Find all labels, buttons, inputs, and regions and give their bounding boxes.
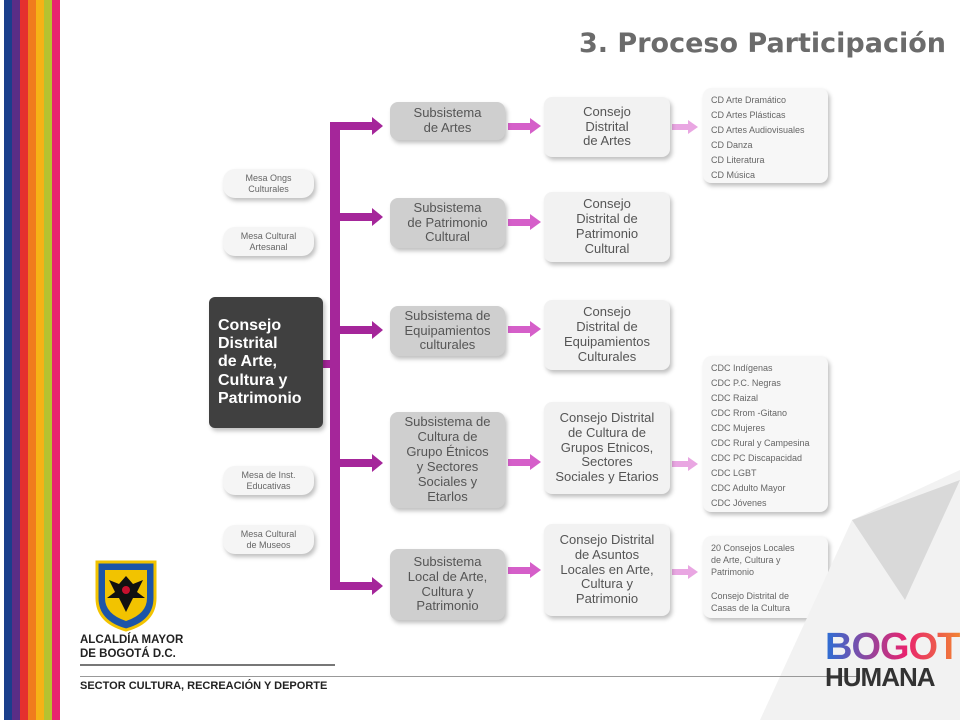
subsistema-grupos-etnicos: Subsistema de Cultura de Grupo Étnicos y… [390, 412, 505, 508]
list-item: CD Arte Dramático [711, 95, 787, 105]
brand-line1: BOGOTÁ [825, 626, 960, 668]
footer-divider [80, 664, 335, 666]
alcaldia-label: ALCALDÍA MAYOR DE BOGOTÁ D.C. [80, 634, 184, 660]
mesa-ongs-culturales: Mesa Ongs Culturales [223, 169, 314, 198]
list-item: CDC Mujeres [711, 423, 766, 433]
mesa-inst-educativas: Mesa de Inst. Educativas [223, 466, 314, 495]
stripe [28, 0, 36, 720]
list-item: CDC LGBT [711, 468, 757, 478]
main-trunk [323, 122, 340, 590]
consejo-asuntos-locales: Consejo Distrital de Asuntos Locales en … [544, 524, 670, 616]
list-item: CDC Jóvenes [711, 498, 767, 508]
consejo-distrital-main: Consejo Distrital de Arte, Cultura y Pat… [209, 297, 323, 428]
arrows-to-consejos [508, 118, 541, 578]
arrows-to-lists [672, 120, 698, 579]
stripe [4, 0, 12, 720]
mesa-cultural-museos: Mesa Cultural de Museos [223, 525, 314, 554]
consejo-grupos-etnicos: Consejo Distrital de Cultura de Grupos E… [544, 402, 670, 494]
subsistema-patrimonio: Subsistema de Patrimonio Cultural [390, 198, 505, 248]
list-item: CD Artes Audiovisuales [711, 125, 805, 135]
list-item: CDC Raizal [711, 393, 759, 403]
stripe [44, 0, 52, 720]
stripe [12, 0, 20, 720]
list-item: CD Danza [711, 140, 753, 150]
list-consejos-etnicos: CDC Indígenas CDC P.C. Negras CDC Raizal… [703, 356, 828, 512]
consejo-equipamientos: Consejo Distrital de Equipamientos Cultu… [544, 300, 670, 370]
consejo-patrimonio: Consejo Distrital de Patrimonio Cultural [544, 192, 670, 262]
subsistema-equipamientos: Subsistema de Equipamientos culturales [390, 306, 505, 356]
footer-line [80, 676, 860, 677]
list-consejos-artes: CD Arte Dramático CD Artes Plásticas CD … [703, 88, 828, 183]
list-item: CDC Indígenas [711, 363, 773, 373]
arrows-to-subsystems [335, 117, 383, 595]
list-item: CD Música [711, 170, 756, 180]
stripe [36, 0, 44, 720]
list-item: CDC P.C. Negras [711, 378, 781, 388]
brand-humana: HUMANA [825, 662, 936, 692]
brand-bogota: BOGOTÁ [825, 626, 960, 669]
stripe [52, 0, 60, 720]
stripe [0, 0, 4, 720]
subsistema-artes: Subsistema de Artes [390, 102, 505, 140]
list-item: CDC Rrom -Gitano [711, 408, 788, 418]
mesa-cultural-artesanal: Mesa Cultural Artesanal [223, 227, 314, 256]
list-item: CDC Rural y Campesina [711, 438, 810, 448]
stripe [20, 0, 28, 720]
subsistema-local: Subsistema Local de Arte, Cultura y Patr… [390, 549, 505, 620]
bogota-seal-logo [95, 560, 157, 632]
page-title: 3. Proceso Participación [578, 28, 946, 59]
color-stripes [0, 0, 72, 720]
stripe [60, 0, 72, 720]
list-item: CDC PC Discapacidad [711, 453, 803, 463]
sector-label: SECTOR CULTURA, RECREACIÓN Y DEPORTE [80, 680, 328, 692]
list-item: CD Artes Plásticas [711, 110, 786, 120]
consejo-artes: Consejo Distrital de Artes [544, 97, 670, 157]
list-consejos-locales: 20 Consejos Locales de Arte, Cultura y P… [703, 536, 828, 618]
list-item: CD Literatura [711, 155, 765, 165]
list-item: CDC Adulto Mayor [711, 483, 786, 493]
